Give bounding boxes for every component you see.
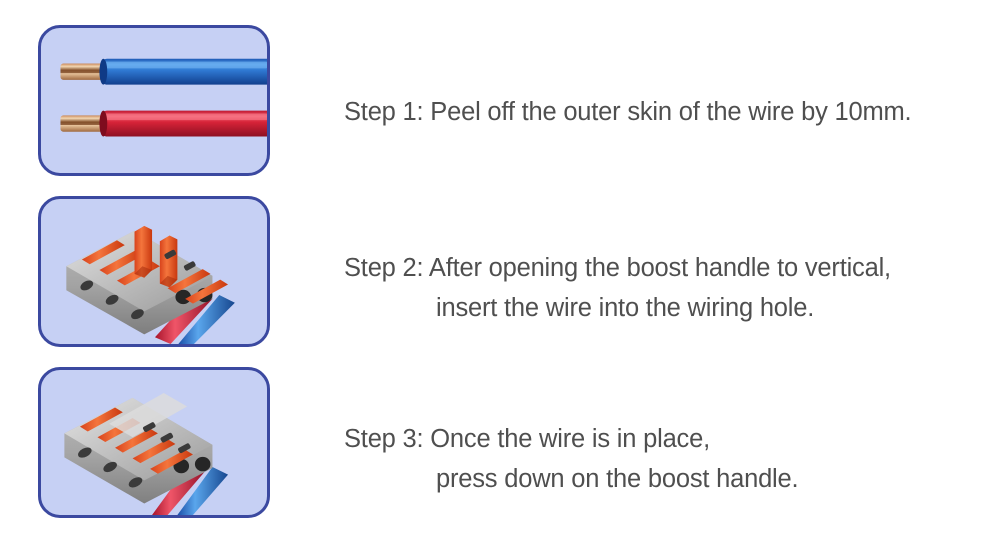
closed-lever-3	[115, 428, 158, 453]
step-2-image-panel	[38, 196, 270, 347]
lever-recesses	[143, 422, 191, 454]
lever-recesses	[164, 249, 196, 271]
red-wire-copper-shadow	[60, 122, 106, 125]
step-3-text: Step 3: Once the wire is in place, press…	[344, 419, 799, 499]
red-wire-highlight	[101, 113, 267, 121]
blue-wire-copper-shadow	[60, 70, 106, 74]
closed-lever-1	[79, 407, 123, 432]
step-3-image-panel	[38, 367, 270, 518]
step-3-line-1: Step 3: Once the wire is in place,	[344, 425, 710, 453]
closed-lever-5	[150, 449, 193, 474]
stripped-wires-illustration	[60, 58, 267, 137]
open-lever-2-shadow	[159, 275, 178, 288]
connector-levers-closed-illustration	[64, 393, 229, 515]
closed-lever	[99, 250, 143, 275]
open-levers-group	[134, 225, 178, 288]
connector-levers-open-illustration	[66, 225, 235, 344]
open-lever-1	[134, 225, 153, 278]
blue-wire	[178, 295, 235, 344]
closed-lever	[185, 279, 229, 304]
step-2-line-1: Step 2: After opening the boost handle t…	[344, 254, 891, 282]
closed-lever	[81, 240, 125, 265]
blue-wire-cut-edge	[99, 58, 108, 85]
step-3-line-2: press down on the boost handle.	[436, 465, 799, 493]
open-lever-2	[159, 235, 178, 288]
open-lever-1-shadow	[134, 266, 153, 278]
closed-lever	[167, 269, 211, 294]
step-1-line-1: Step 1: Peel off the outer skin of the w…	[344, 98, 912, 126]
step-1-image-panel	[38, 25, 270, 176]
blue-wire-highlight	[101, 61, 267, 69]
step-2-text: Step 2: After opening the boost handle t…	[344, 248, 891, 328]
red-wire-cut-edge	[99, 110, 108, 137]
blue-wire	[177, 466, 229, 515]
step-2-line-2: insert the wire into the wiring hole.	[436, 294, 815, 322]
step-1-text: Step 1: Peel off the outer skin of the w…	[344, 92, 912, 132]
closed-lever-4	[132, 439, 176, 464]
connector-centre-rail	[109, 393, 188, 438]
